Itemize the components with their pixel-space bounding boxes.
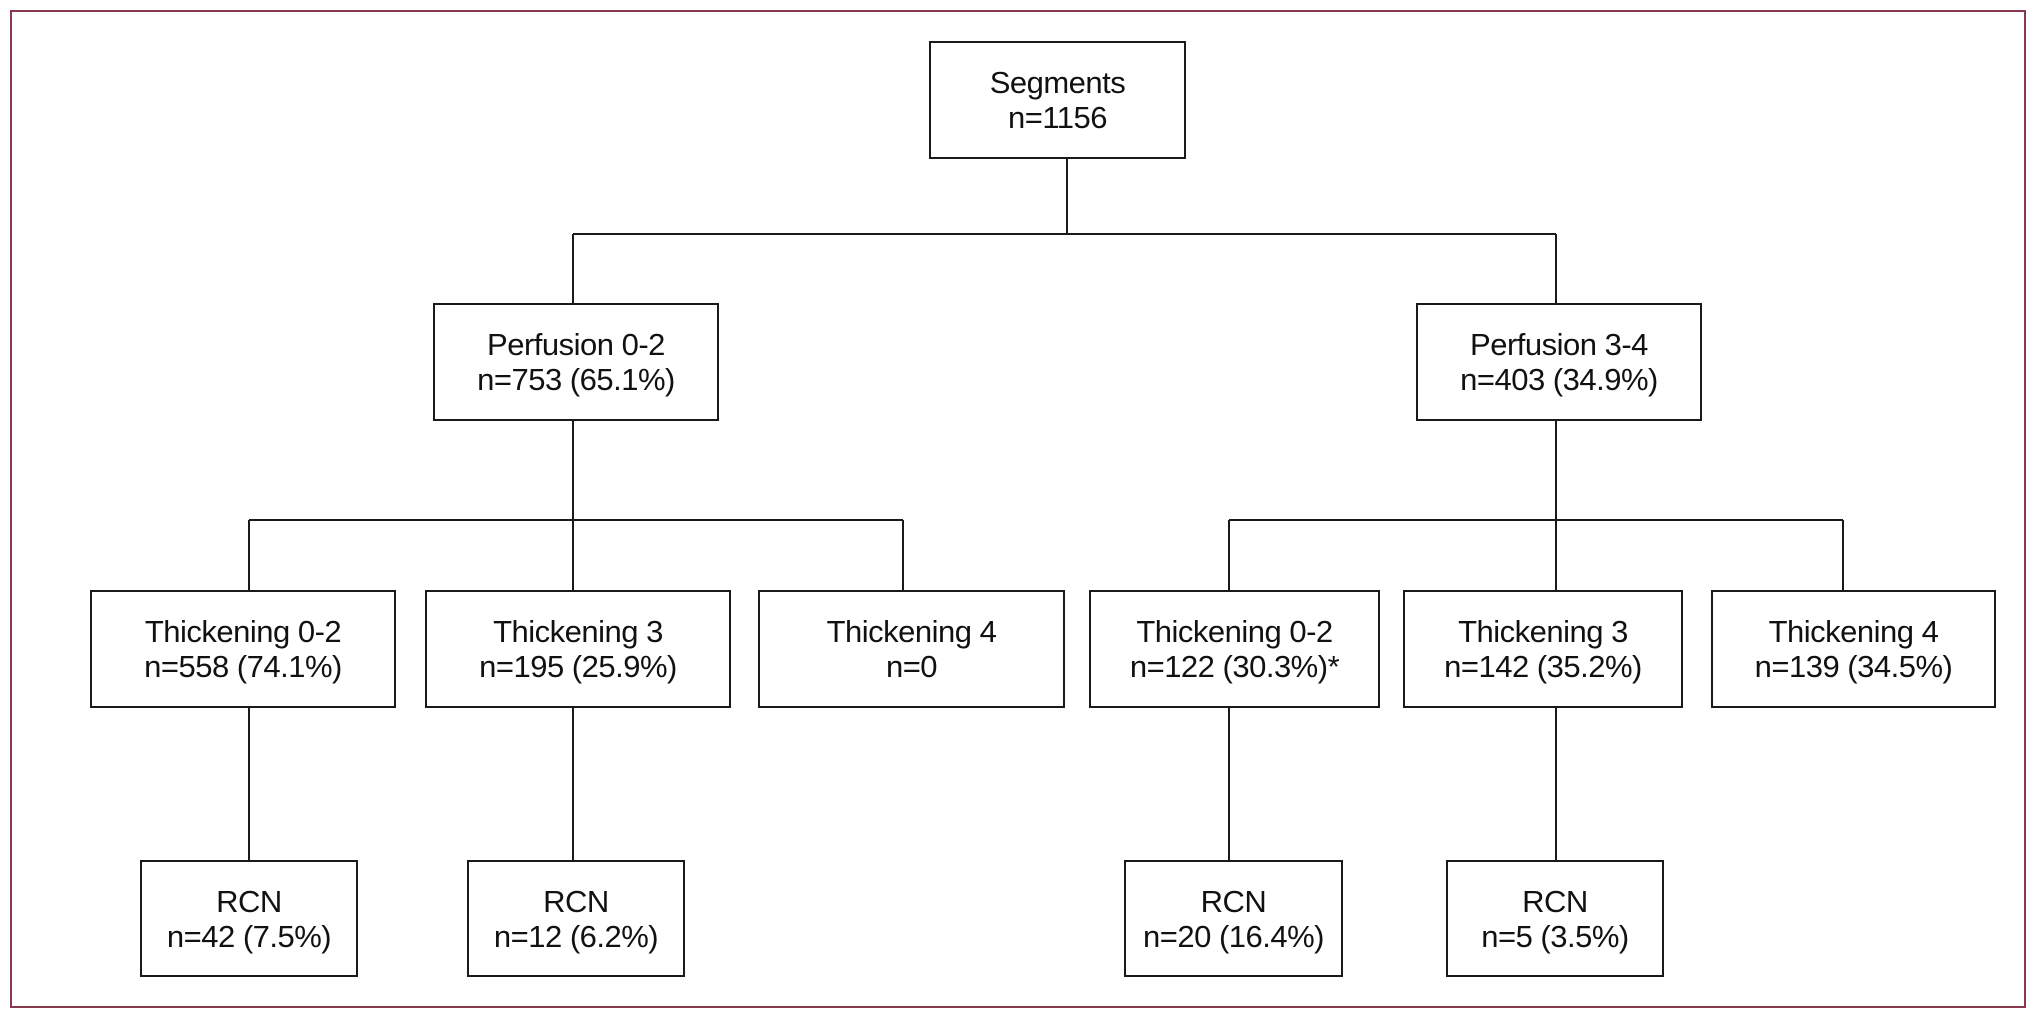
rcn-low-3-box: RCN n=12 (6.2%) <box>467 860 685 977</box>
low-thickening-3-count: n=195 (25.9%) <box>479 649 677 684</box>
segments-label: Segments <box>989 65 1126 100</box>
rcn-high-3-label: RCN <box>1522 883 1588 919</box>
rcn-high-3-count: n=5 (3.5%) <box>1481 918 1629 954</box>
high-thickening-4-box: Thickening 4 n=139 (34.5%) <box>1711 590 1996 708</box>
perfusion-high-box: Perfusion 3-4 n=403 (34.9%) <box>1416 303 1702 421</box>
segments-box: Segments n=1156 <box>929 41 1186 159</box>
perfusion-low-box: Perfusion 0-2 n=753 (65.1%) <box>433 303 719 421</box>
segments-count: n=1156 <box>1007 100 1108 135</box>
low-thickening-0-2-box: Thickening 0-2 n=558 (74.1%) <box>90 590 396 708</box>
low-thickening-3-label: Thickening 3 <box>493 614 663 649</box>
figure-frame <box>10 10 2026 1008</box>
high-thickening-0-2-count: n=122 (30.3%)* <box>1129 649 1340 684</box>
rcn-low-0-2-count: n=42 (7.5%) <box>166 918 332 954</box>
high-thickening-3-box: Thickening 3 n=142 (35.2%) <box>1403 590 1683 708</box>
low-thickening-4-count: n=0 <box>885 649 938 684</box>
rcn-high-0-2-label: RCN <box>1200 883 1267 919</box>
perfusion-low-count: n=753 (65.1%) <box>477 362 675 397</box>
high-thickening-3-label: Thickening 3 <box>1458 614 1628 649</box>
rcn-low-0-2-label: RCN <box>216 883 282 919</box>
rcn-high-0-2-box: RCN n=20 (16.4%) <box>1124 860 1343 977</box>
low-thickening-0-2-label: Thickening 0-2 <box>144 614 342 649</box>
high-thickening-3-count: n=142 (35.2%) <box>1444 649 1642 684</box>
low-thickening-0-2-count: n=558 (74.1%) <box>144 649 342 684</box>
low-thickening-4-label: Thickening 4 <box>826 614 997 649</box>
rcn-high-3-box: RCN n=5 (3.5%) <box>1446 860 1664 977</box>
high-thickening-0-2-box: Thickening 0-2 n=122 (30.3%)* <box>1089 590 1380 708</box>
high-thickening-4-count: n=139 (34.5%) <box>1754 649 1953 684</box>
rcn-low-3-count: n=12 (6.2%) <box>493 918 659 954</box>
rcn-low-3-label: RCN <box>543 883 609 919</box>
low-thickening-4-box: Thickening 4 n=0 <box>758 590 1065 708</box>
perfusion-high-count: n=403 (34.9%) <box>1460 362 1658 397</box>
low-thickening-3-box: Thickening 3 n=195 (25.9%) <box>425 590 731 708</box>
perfusion-low-label: Perfusion 0-2 <box>487 327 665 362</box>
rcn-low-0-2-box: RCN n=42 (7.5%) <box>140 860 358 977</box>
rcn-high-0-2-count: n=20 (16.4%) <box>1143 918 1324 954</box>
perfusion-high-label: Perfusion 3-4 <box>1470 327 1648 362</box>
high-thickening-0-2-label: Thickening 0-2 <box>1136 614 1333 649</box>
high-thickening-4-label: Thickening 4 <box>1768 614 1939 649</box>
